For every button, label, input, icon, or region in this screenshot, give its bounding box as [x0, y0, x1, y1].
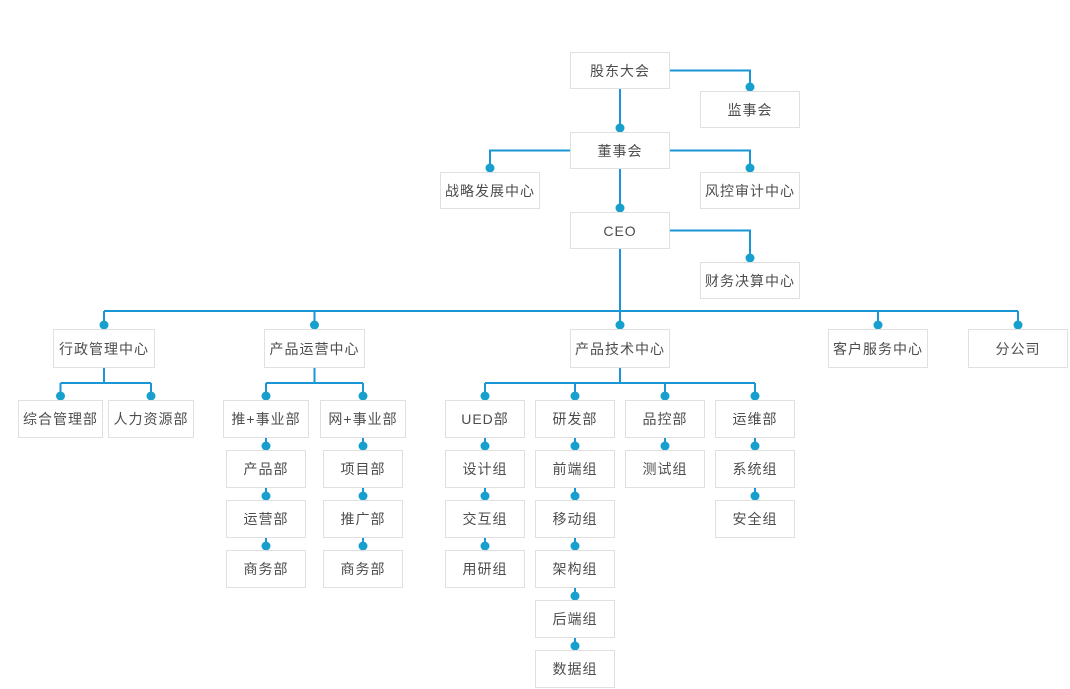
org-node-board-of-directors: 董事会	[570, 132, 670, 169]
connector-dot	[480, 441, 490, 451]
org-node-rnd-dept: 研发部	[535, 400, 615, 438]
connector-line	[670, 69, 751, 87]
connector-dot	[480, 491, 490, 501]
connector-line	[489, 149, 570, 168]
org-node-general-management-dept: 综合管理部	[18, 400, 103, 438]
connector-dot	[261, 541, 271, 551]
connector-dot	[750, 391, 760, 401]
connector-dot	[570, 591, 580, 601]
org-node-shareholders-meeting: 股东大会	[570, 52, 670, 89]
connector-dot	[660, 441, 670, 451]
org-node-business-dept-tui: 商务部	[226, 550, 306, 588]
connector-dot	[745, 163, 755, 173]
connector-dot	[615, 203, 625, 213]
org-node-business-dept-wang: 商务部	[323, 550, 403, 588]
connector-dot	[480, 391, 490, 401]
org-node-testing-group: 测试组	[625, 450, 705, 488]
connector-dot	[56, 391, 65, 401]
org-node-operations-dept: 运营部	[226, 500, 306, 538]
org-node-product-dept: 产品部	[226, 450, 306, 488]
connector-dot	[358, 541, 368, 551]
connector-dot	[745, 253, 755, 263]
connector-dot	[615, 320, 625, 330]
org-node-ops-maintenance-dept: 运维部	[715, 400, 795, 438]
org-node-promotion-dept: 推广部	[323, 500, 403, 538]
org-node-data-group: 数据组	[535, 650, 615, 688]
connector-dot	[146, 391, 156, 401]
org-node-ceo: CEO	[570, 212, 670, 249]
org-node-quality-control-dept: 品控部	[625, 400, 705, 438]
org-node-security-group: 安全组	[715, 500, 795, 538]
connector-dot	[660, 391, 670, 401]
org-node-ued-dept: UED部	[445, 400, 525, 438]
org-node-project-dept: 项目部	[323, 450, 403, 488]
org-node-user-research-group: 用研组	[445, 550, 525, 588]
connector-dot	[750, 491, 760, 501]
connector-dot	[480, 541, 490, 551]
connector-line	[670, 229, 751, 258]
org-node-architecture-group: 架构组	[535, 550, 615, 588]
connector-dot	[570, 391, 580, 401]
connector-dot	[358, 491, 368, 501]
connector-dot	[570, 491, 580, 501]
org-node-wang-plus-division: 网+事业部	[320, 400, 406, 438]
connector-dot	[615, 123, 625, 133]
connector-dot	[261, 391, 271, 401]
org-node-customer-service-center: 客户服务中心	[828, 329, 928, 368]
connector-dot	[570, 441, 580, 451]
org-node-strategy-development-center: 战略发展中心	[440, 172, 540, 209]
connector-dot	[310, 320, 319, 330]
connector-line	[670, 149, 751, 168]
org-node-human-resources-dept: 人力资源部	[108, 400, 194, 438]
connector-dot	[873, 320, 883, 330]
connector-dot	[570, 541, 580, 551]
org-node-finance-settlement-center: 财务决算中心	[700, 262, 800, 299]
org-node-interaction-group: 交互组	[445, 500, 525, 538]
connector-dot	[750, 441, 760, 451]
org-node-risk-audit-center: 风控审计中心	[700, 172, 800, 209]
connector-dot	[358, 441, 368, 451]
org-node-system-group: 系统组	[715, 450, 795, 488]
connector-dot	[570, 641, 580, 651]
org-node-design-group: 设计组	[445, 450, 525, 488]
connector-dot	[261, 441, 271, 451]
org-node-frontend-group: 前端组	[535, 450, 615, 488]
connector-dot	[485, 163, 495, 173]
org-node-tui-plus-division: 推+事业部	[223, 400, 309, 438]
org-node-backend-group: 后端组	[535, 600, 615, 638]
org-node-product-technology-center: 产品技术中心	[570, 329, 670, 368]
org-node-mobile-group: 移动组	[535, 500, 615, 538]
org-node-admin-management-center: 行政管理中心	[53, 329, 155, 368]
connector-dot	[99, 320, 109, 330]
connector-dot	[745, 82, 755, 92]
org-node-supervisory-board: 监事会	[700, 91, 800, 128]
org-node-product-operations-center: 产品运营中心	[264, 329, 365, 368]
connector-dot	[1013, 320, 1023, 330]
connector-dot	[261, 491, 271, 501]
org-node-branch-company: 分公司	[968, 329, 1068, 368]
connector-dot	[358, 391, 368, 401]
